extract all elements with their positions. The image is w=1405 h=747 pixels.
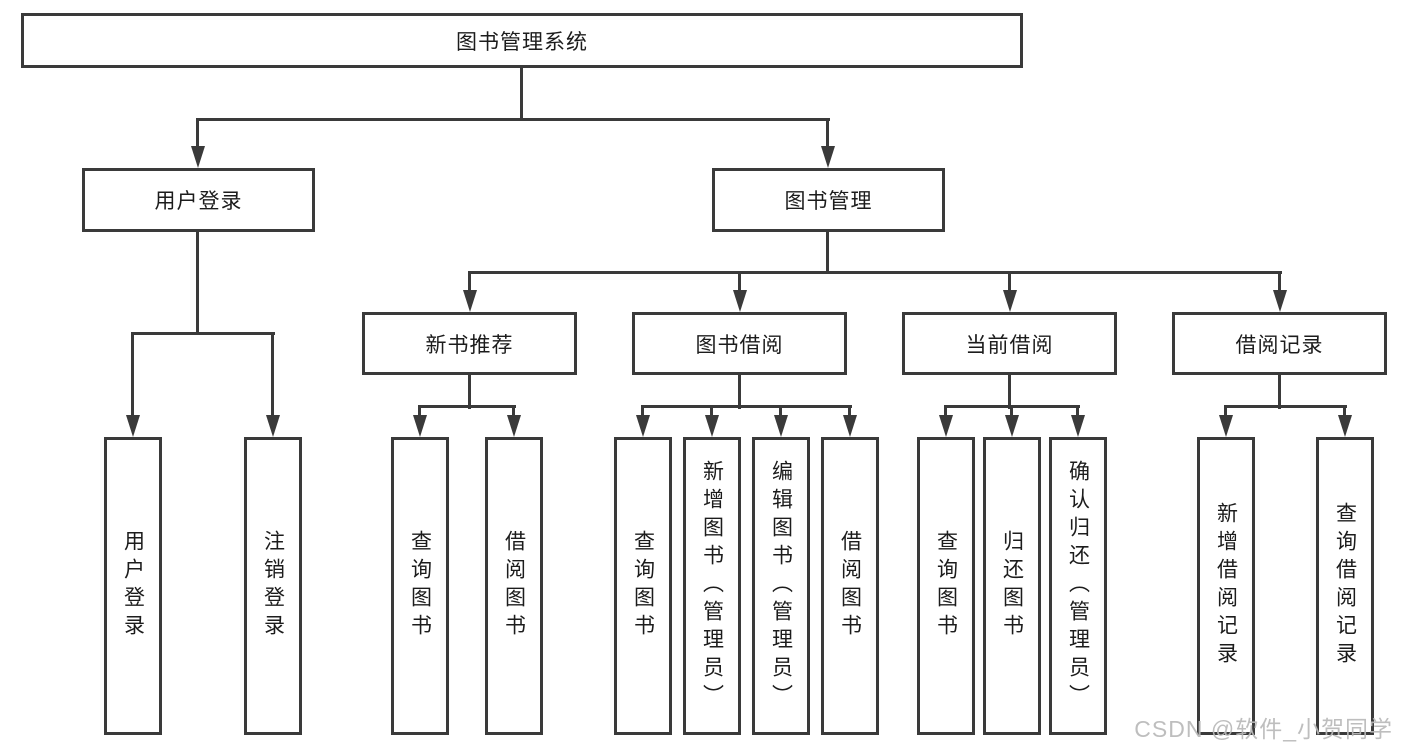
leaf-user-login-label: 用户登录 [121, 530, 145, 642]
leaf-borrow-edit: 编辑图书（管理员） [752, 437, 810, 735]
arrowhead [821, 146, 835, 168]
node-borrow-record: 借阅记录 [1172, 312, 1387, 375]
edge-book-borrow-rail [641, 405, 852, 408]
leaf-current-query: 查询图书 [917, 437, 975, 735]
leaf-user-login: 用户登录 [104, 437, 162, 735]
leaf-logout-label: 注销登录 [261, 530, 285, 642]
arrowhead [636, 415, 650, 437]
node-book-borrow: 图书借阅 [632, 312, 847, 375]
arrowhead [1219, 415, 1233, 437]
node-user-login: 用户登录 [82, 168, 315, 232]
edge-root-stem [520, 68, 523, 120]
leaf-current-confirm-label: 确认归还（管理员） [1066, 460, 1090, 712]
leaf-record-query: 查询借阅记录 [1316, 437, 1374, 735]
edge-drop-level3 [1008, 271, 1011, 295]
node-book-mgmt: 图书管理 [712, 168, 945, 232]
arrowhead [705, 415, 719, 437]
arrowhead [774, 415, 788, 437]
leaf-newbook-query: 查询图书 [391, 437, 449, 735]
arrowhead [1005, 415, 1019, 437]
arrowhead [413, 415, 427, 437]
edge-level2-rail [196, 118, 830, 121]
edge-new-book-rail [418, 405, 516, 408]
leaf-borrow-borrow: 借阅图书 [821, 437, 879, 735]
node-root: 图书管理系统 [21, 13, 1023, 68]
arrowhead [1003, 290, 1017, 312]
arrowhead [266, 415, 280, 437]
leaf-record-query-label: 查询借阅记录 [1333, 502, 1357, 670]
edge-book-mgmt-stem [826, 232, 829, 273]
edge-user-login-rail [131, 332, 275, 335]
leaf-current-return-label: 归还图书 [1000, 530, 1024, 642]
edge-drop-book-mgmt [826, 118, 829, 150]
arrowhead [1338, 415, 1352, 437]
edge-drop-user-login [196, 118, 199, 150]
csdn-watermark: CSDN @软件_小贺同学 [1134, 716, 1393, 742]
arrowhead [1273, 290, 1287, 312]
leaf-borrow-edit-label: 编辑图书（管理员） [769, 460, 793, 712]
edge-borrow-record-rail [1224, 405, 1347, 408]
edge-drop-leaf [131, 332, 134, 420]
node-new-book: 新书推荐 [362, 312, 577, 375]
leaf-current-confirm: 确认归还（管理员） [1049, 437, 1107, 735]
leaf-borrow-borrow-label: 借阅图书 [838, 530, 862, 642]
leaf-borrow-add-label: 新增图书（管理员） [700, 460, 724, 712]
leaf-borrow-add: 新增图书（管理员） [683, 437, 741, 735]
leaf-current-query-label: 查询图书 [934, 530, 958, 642]
arrowhead [733, 290, 747, 312]
edge-level3-rail [468, 271, 1282, 274]
leaf-borrow-query: 查询图书 [614, 437, 672, 735]
arrowhead [1071, 415, 1085, 437]
edge-new-book-stem [468, 375, 471, 409]
edge-borrow-record-stem [1278, 375, 1281, 409]
edge-drop-level3 [468, 271, 471, 295]
edge-drop-leaf [271, 332, 274, 420]
leaf-logout: 注销登录 [244, 437, 302, 735]
arrowhead [507, 415, 521, 437]
leaf-newbook-borrow: 借阅图书 [485, 437, 543, 735]
node-current-borrow: 当前借阅 [902, 312, 1117, 375]
edge-drop-level3 [738, 271, 741, 295]
arrowhead [126, 415, 140, 437]
edge-current-borrow-stem [1008, 375, 1011, 409]
leaf-newbook-borrow-label: 借阅图书 [502, 530, 526, 642]
arrowhead [191, 146, 205, 168]
edge-drop-level3 [1278, 271, 1281, 295]
leaf-current-return: 归还图书 [983, 437, 1041, 735]
edge-book-borrow-stem [738, 375, 741, 409]
arrowhead [463, 290, 477, 312]
leaf-borrow-query-label: 查询图书 [631, 530, 655, 642]
arrowhead [939, 415, 953, 437]
leaf-record-add-label: 新增借阅记录 [1214, 502, 1238, 670]
arrowhead [843, 415, 857, 437]
leaf-newbook-query-label: 查询图书 [408, 530, 432, 642]
edge-user-login-stem [196, 232, 199, 334]
leaf-record-add: 新增借阅记录 [1197, 437, 1255, 735]
